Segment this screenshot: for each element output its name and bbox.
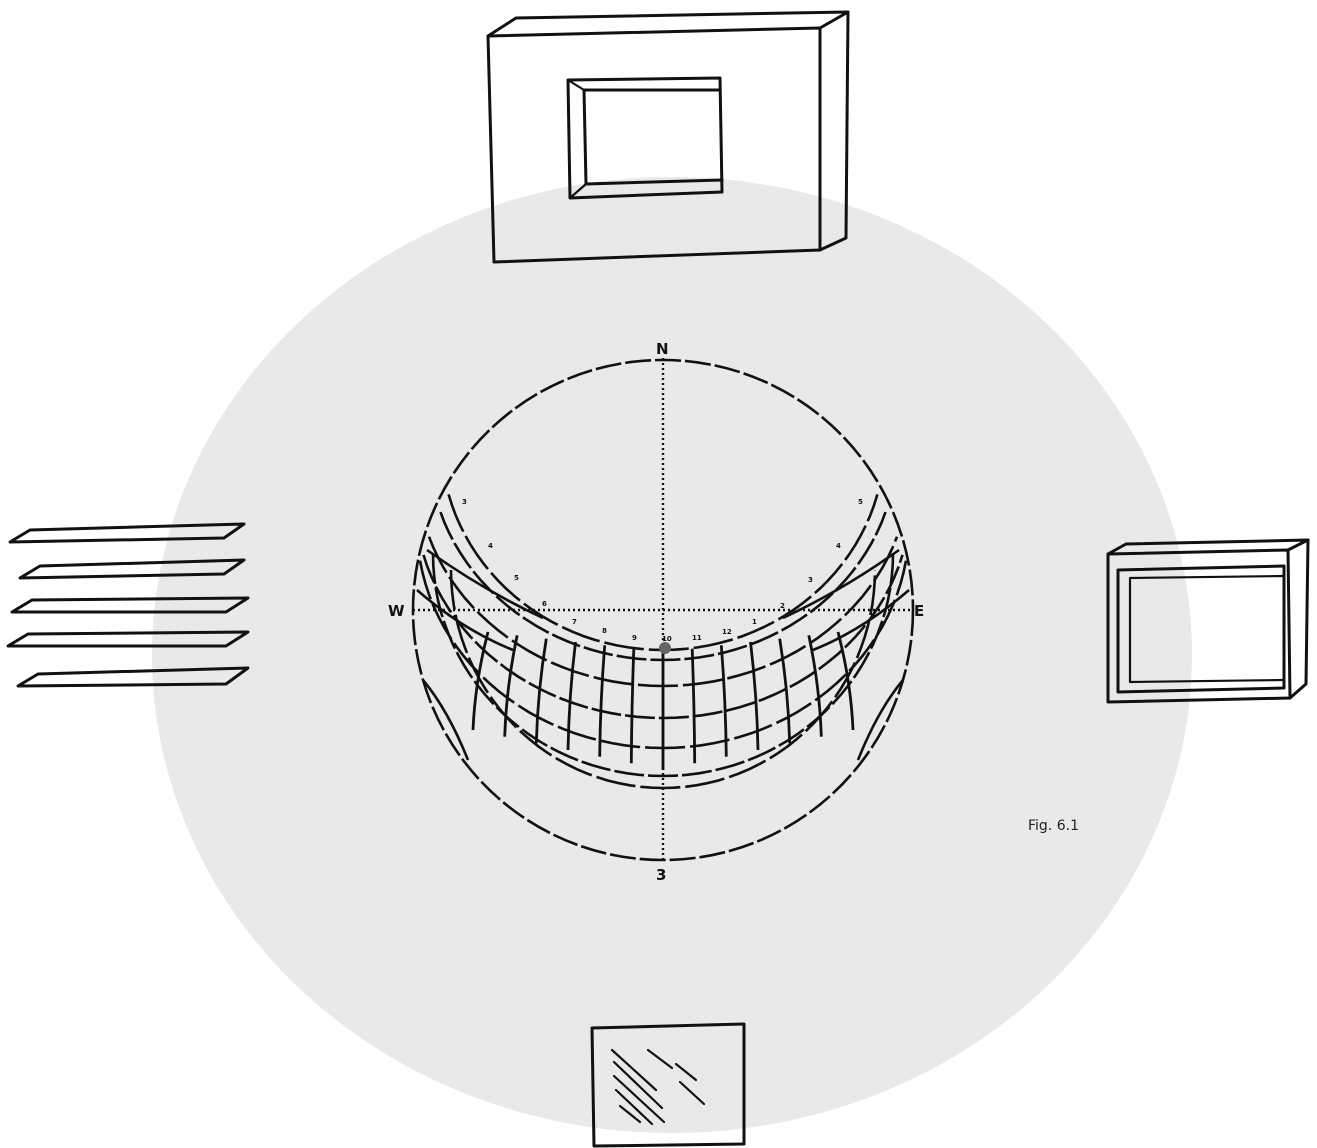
hour-label: 4 [836,542,841,550]
hour-label: 2 [780,602,785,610]
background-disc [152,177,1192,1133]
compass-north: N [656,340,669,358]
compass-south: 3 [656,866,666,884]
hour-label: 8 [602,627,607,635]
hour-label: 7 [572,618,577,626]
hour-label: 11 [692,634,702,642]
compass-west: W [388,602,405,620]
hour-label: 10 [662,635,672,643]
hour-label: 4 [488,542,493,550]
hour-label: 5 [514,574,519,582]
hour-label: 3 [462,498,467,506]
hour-label: 12 [722,628,732,636]
compass-east: E [914,602,924,620]
figure-caption: Fig. 6.1 [1028,818,1079,834]
hour-label: 9 [632,634,637,642]
hour-label: 6 [542,600,547,608]
sun-position-marker [659,642,671,654]
hour-label: 3 [808,576,813,584]
hour-label: 1 [752,618,757,626]
hour-label: 5 [858,498,863,506]
